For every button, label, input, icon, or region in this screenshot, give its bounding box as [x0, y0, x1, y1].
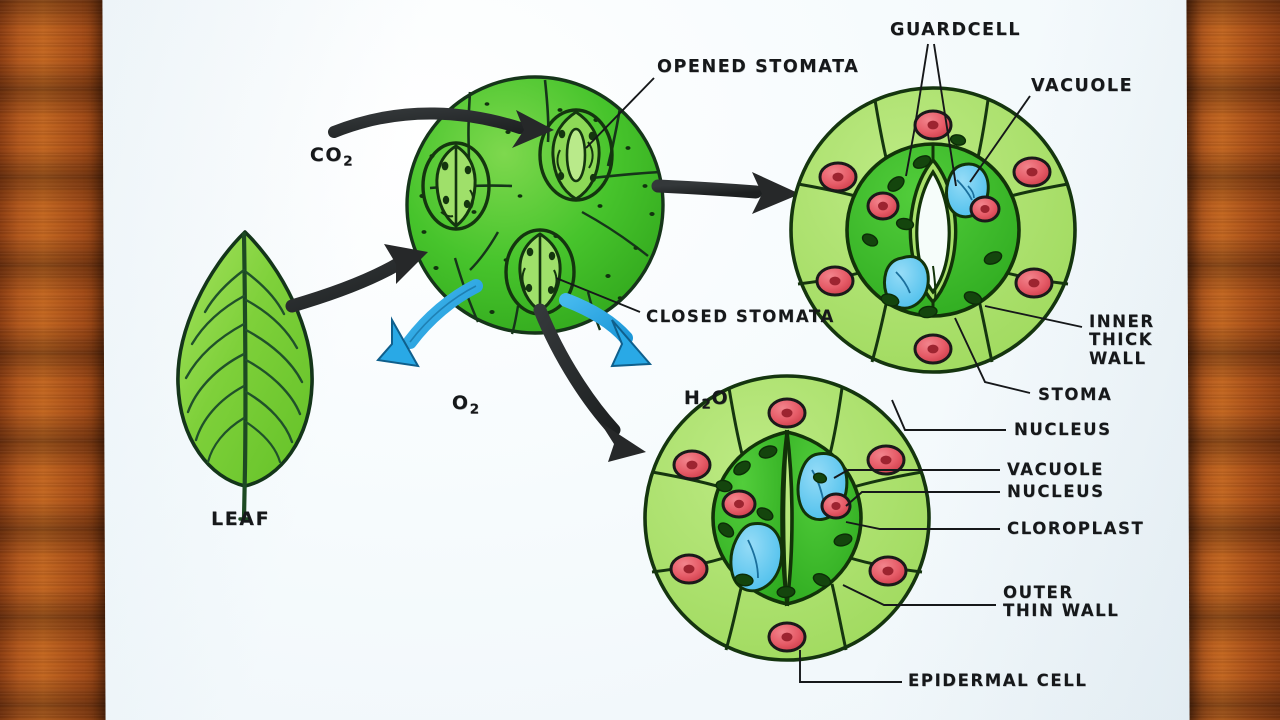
leaf-to-surface-arrow [285, 244, 428, 313]
vacuole-shape [883, 255, 930, 310]
surface-stoma-opened-top [538, 108, 614, 202]
nucleus-shape [820, 492, 852, 520]
label-closed-stomata: CLOSED STOMATA [646, 307, 835, 326]
leaf-surface-disc [405, 75, 665, 335]
epidermal-nuclei [669, 397, 908, 653]
label-outer-thin-wall: OUTER THIN WALL [1003, 583, 1120, 621]
label-leaf: LEAF [211, 508, 271, 530]
label-cloroplast: CLOROPLAST [1007, 519, 1145, 538]
open-stomata-cross-section [789, 86, 1077, 374]
wooden-desk-left [0, 0, 108, 720]
label-nucleus-lower: NUCLEUS [1007, 482, 1105, 501]
label-epidermal-cell: EPIDERMAL CELL [908, 671, 1088, 690]
surface-to-open-arrow [651, 172, 800, 214]
surface-stoma-closed-left [421, 141, 491, 231]
label-h2o: H2O [683, 387, 730, 413]
label-vacuole-bottom: VACUOLE [1007, 460, 1104, 479]
label-o2: O2 [451, 392, 480, 418]
label-vacuole-top: VACUOLE [1031, 76, 1134, 96]
label-inner-thick-wall: INNER THICK WALL [1089, 312, 1155, 368]
nucleus-shape [969, 195, 1001, 223]
label-stoma: STOMA [1038, 385, 1113, 404]
label-guardcell: GUARDCELL [890, 20, 1022, 40]
h2o-release-arrow [559, 293, 653, 368]
label-co2: CO2 [309, 144, 354, 170]
leaf-drawing [176, 230, 314, 521]
label-leader-lines [555, 43, 1083, 683]
co2-intake-arrow [328, 107, 554, 148]
label-opened-stomata: OPENED STOMATA [657, 57, 860, 77]
nucleus-shape [866, 191, 900, 221]
nucleus-shape [721, 489, 757, 519]
surface-to-closed-arrow [533, 303, 646, 462]
o2-release-arrow [376, 279, 483, 368]
label-nucleus-upper: NUCLEUS [1014, 420, 1112, 439]
closed-stomata-cross-section [643, 374, 931, 662]
epidermal-nuclei [815, 109, 1054, 365]
wooden-desk-right [1184, 0, 1280, 720]
